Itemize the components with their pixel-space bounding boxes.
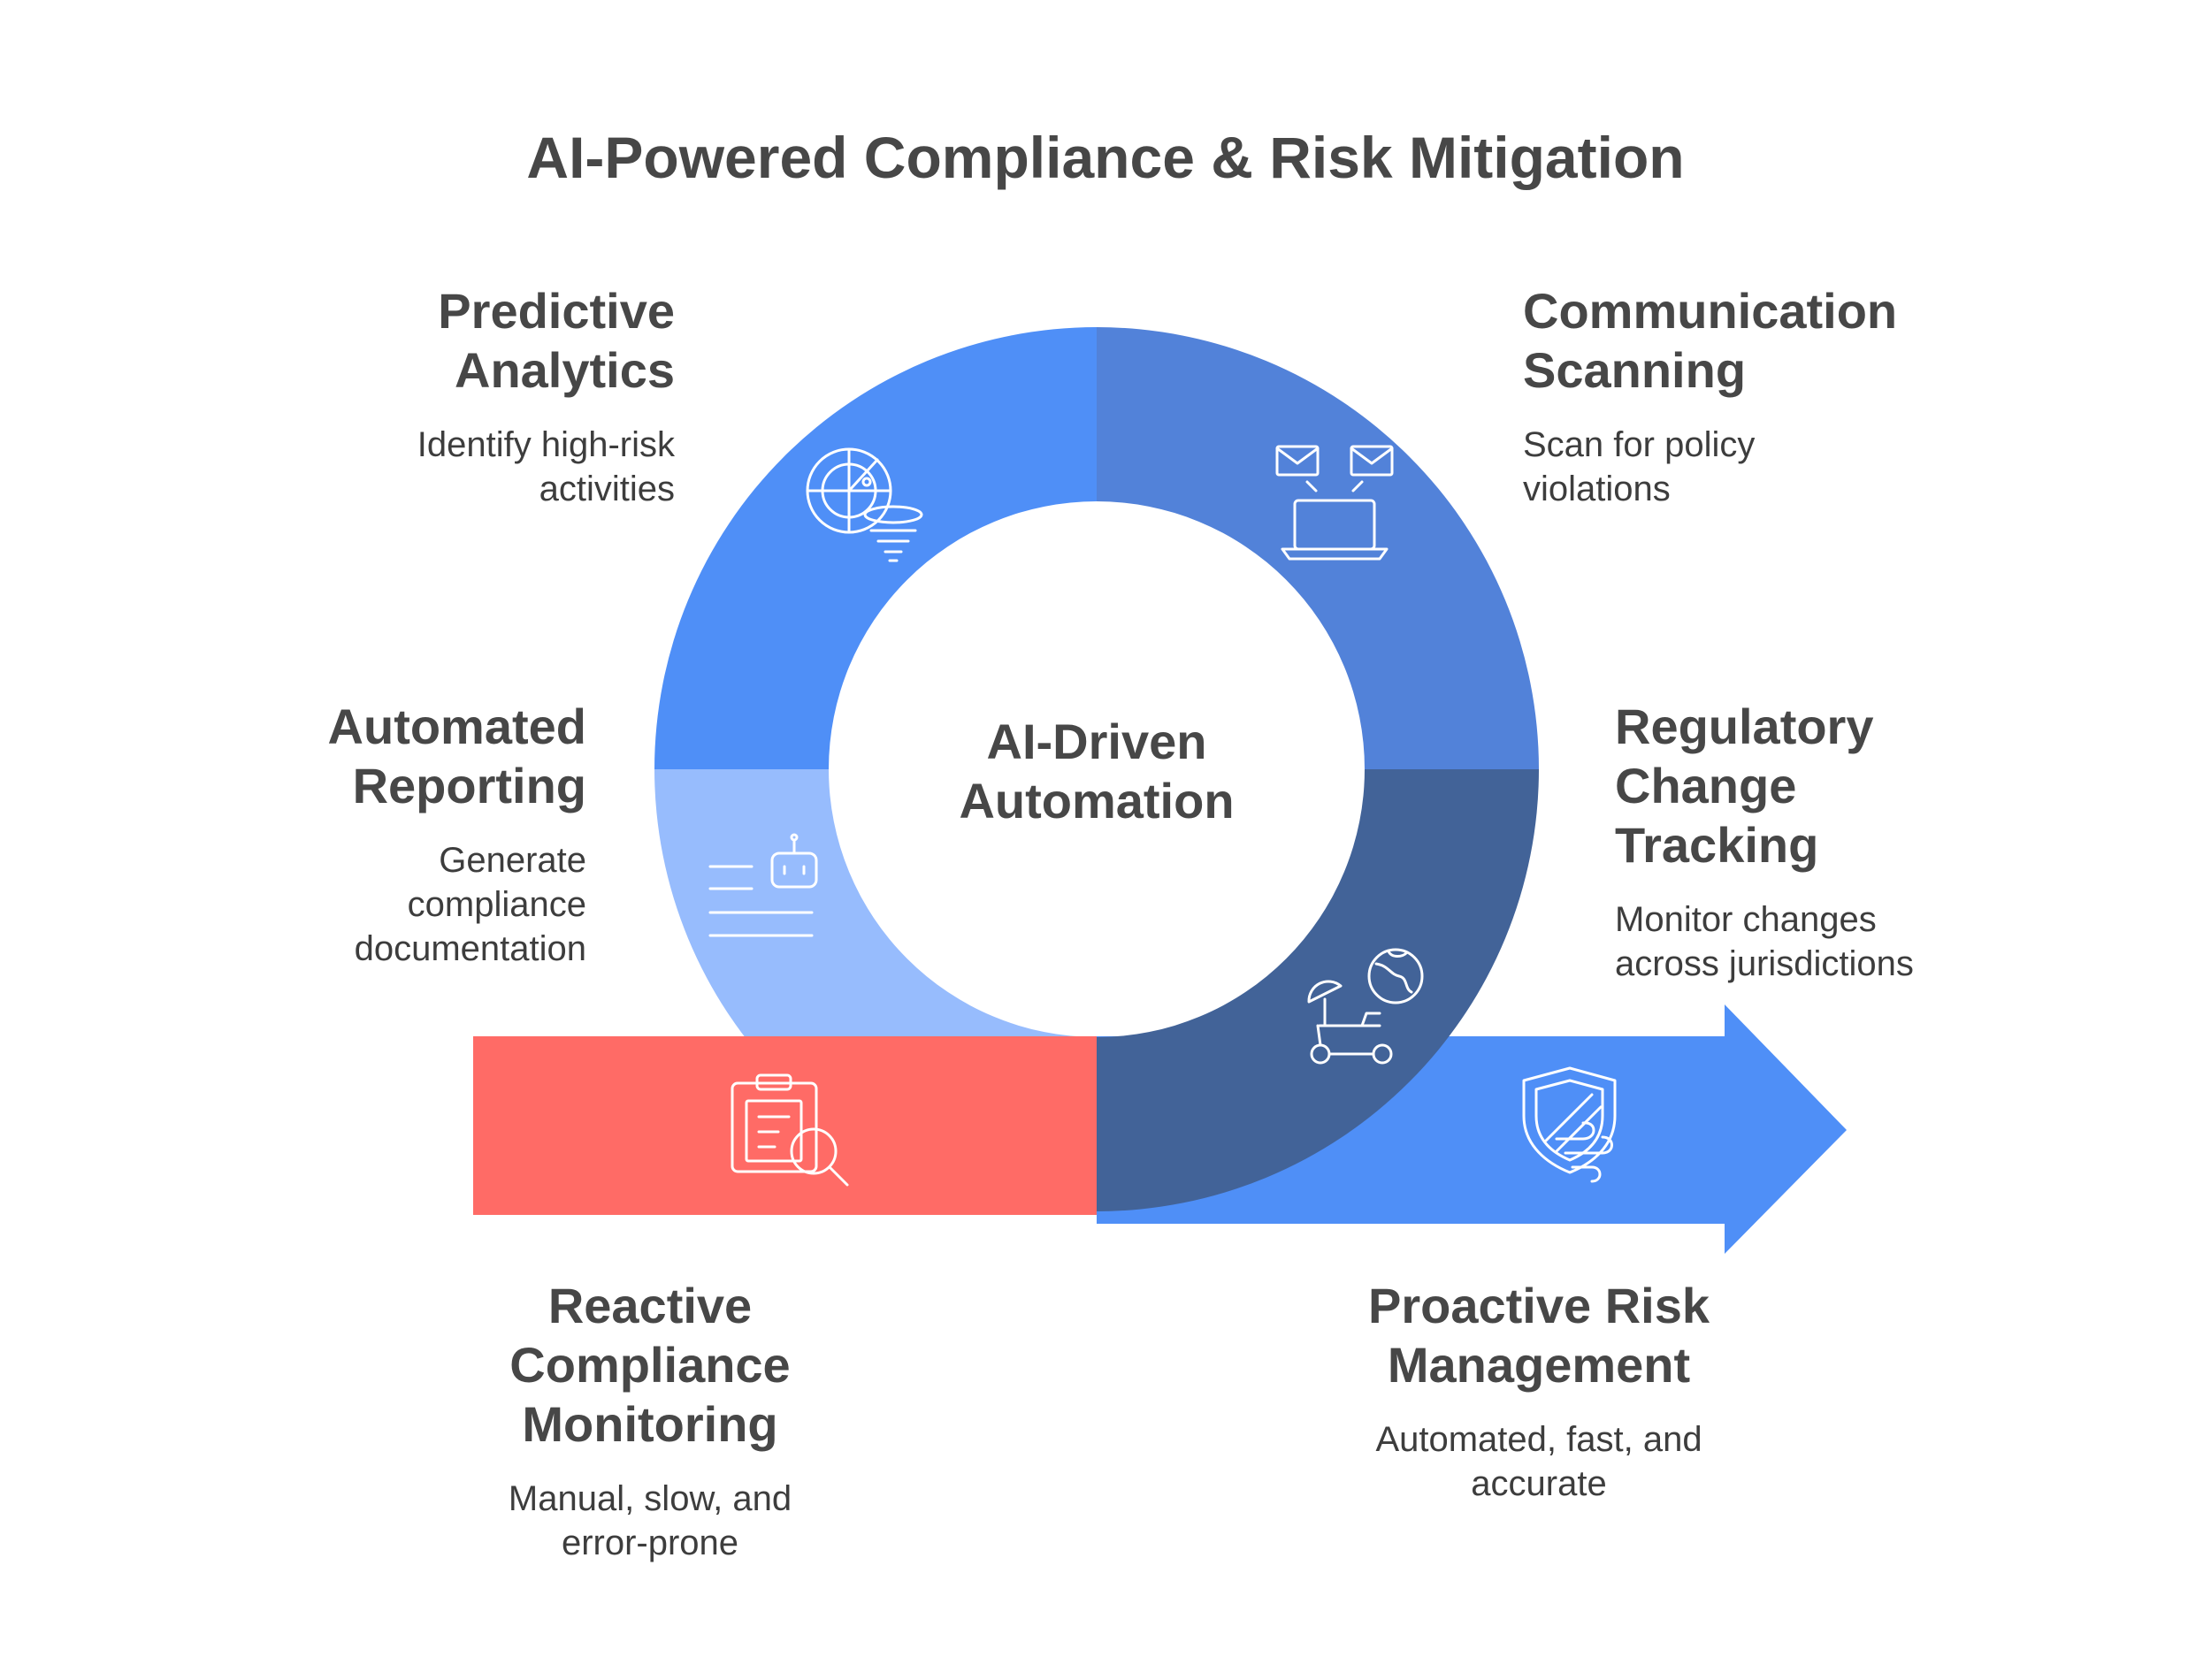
reporting-description-2: compliance <box>407 885 586 924</box>
proactive-heading-2: Management <box>1387 1337 1691 1393</box>
reactive-description-2: error-prone <box>561 1523 739 1562</box>
laptop-mail-icon <box>1275 445 1394 561</box>
label-proactive: Proactive Risk Management Automated, fas… <box>1309 1276 1769 1506</box>
label-communication: Communication Scanning Scan for policy v… <box>1523 281 1983 511</box>
reactive-heading-2: Compliance <box>509 1337 791 1393</box>
regulatory-heading-1: Regulatory <box>1615 699 1874 754</box>
reactive-heading-1: Reactive <box>547 1278 753 1333</box>
reactive-description: Manual, slow, and error-prone <box>429 1477 871 1565</box>
label-regulatory: Regulatory Change Tracking Monitor chang… <box>1615 697 2039 986</box>
regulatory-description: Monitor changes across jurisdictions <box>1615 897 2039 986</box>
communication-description-1: Scan for policy <box>1523 425 1756 464</box>
regulatory-heading-3: Tracking <box>1615 817 1819 873</box>
segment-regulatory <box>1097 769 1539 1211</box>
proactive-description: Automated, fast, and accurate <box>1309 1417 1769 1506</box>
regulatory-description-2: across jurisdictions <box>1615 944 1914 983</box>
proactive-description-2: accurate <box>1471 1464 1607 1503</box>
proactive-description-1: Automated, fast, and <box>1375 1420 1702 1459</box>
predictive-description-2: activities <box>539 470 675 508</box>
reporting-description: Generate compliance documentation <box>239 838 586 971</box>
reporting-heading-1: Automated <box>327 699 586 754</box>
label-reactive: Reactive Compliance Monitoring Manual, s… <box>429 1276 871 1565</box>
predictive-heading-1: Predictive <box>438 283 675 339</box>
proactive-heading-1: Proactive Risk <box>1368 1278 1710 1333</box>
shield-wind-icon <box>1522 1066 1617 1183</box>
reactive-description-1: Manual, slow, and <box>508 1479 792 1518</box>
communication-heading-1: Communication <box>1523 283 1898 339</box>
segment-predictive <box>654 327 1097 769</box>
predictive-description: Identify high-risk activities <box>292 423 675 511</box>
robot-document-icon <box>708 833 818 937</box>
page-title: AI-Powered Compliance & Risk Mitigation <box>526 125 1685 190</box>
center-label-line1: AI-Driven <box>986 714 1207 769</box>
reactive-heading-3: Monitoring <box>522 1396 778 1452</box>
satellite-globe-icon <box>1307 948 1424 1065</box>
radar-tornado-icon <box>806 447 923 562</box>
predictive-description-1: Identify high-risk <box>417 425 675 464</box>
reporting-description-3: documentation <box>354 929 586 968</box>
reactive-bar <box>473 1036 1097 1215</box>
regulatory-description-1: Monitor changes <box>1615 900 1877 939</box>
clipboard-search-icon <box>731 1073 849 1187</box>
communication-heading-2: Scanning <box>1523 342 1747 398</box>
communication-description-2: violations <box>1523 470 1671 508</box>
label-reporting: Automated Reporting Generate compliance … <box>239 697 586 971</box>
label-predictive: Predictive Analytics Identify high-risk … <box>292 281 675 511</box>
communication-description: Scan for policy violations <box>1523 423 1983 511</box>
predictive-heading-2: Analytics <box>455 342 675 398</box>
reporting-heading-2: Reporting <box>352 758 586 813</box>
regulatory-heading-2: Change <box>1615 758 1797 813</box>
center-label-line2: Automation <box>959 773 1235 829</box>
center-label: AI-Driven Automation <box>920 712 1274 830</box>
reporting-description-1: Generate <box>439 841 586 880</box>
